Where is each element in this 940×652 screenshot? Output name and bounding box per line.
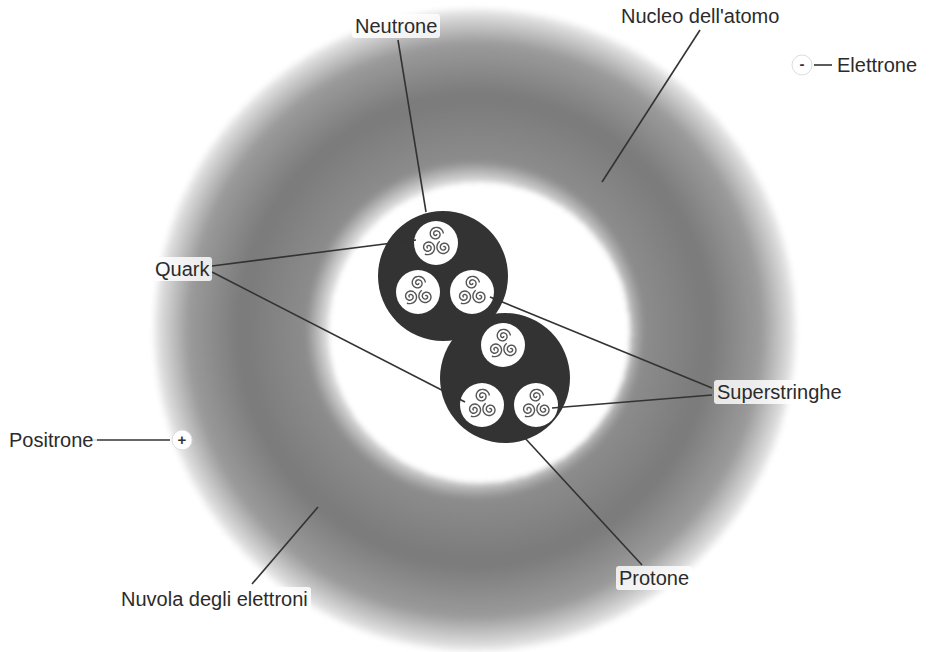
superstring-spiral — [476, 389, 489, 400]
superstring-spiral — [460, 291, 471, 304]
leader-line — [524, 437, 642, 565]
superstring-spiral — [470, 404, 481, 417]
quark-circle — [460, 383, 504, 427]
quark-circle — [514, 383, 558, 427]
superstring-spiral — [537, 403, 549, 415]
leader-dash — [90, 439, 170, 441]
superstring-spiral — [437, 241, 449, 253]
superstring-spiral — [412, 276, 425, 287]
positron-dot — [172, 430, 192, 450]
leader-dash — [814, 64, 832, 66]
nucleus-area — [330, 183, 630, 483]
part-label: Nucleo dell'atomo — [618, 4, 782, 28]
electron-dot — [792, 55, 812, 75]
superstring-spiral — [530, 389, 543, 400]
leader-line — [252, 507, 318, 584]
superstring-spirals — [406, 227, 549, 416]
leader-line — [398, 40, 426, 212]
leader-line — [212, 272, 465, 402]
leader-lines — [90, 30, 832, 584]
quark-circle — [481, 323, 525, 367]
superstring-spiral — [504, 343, 516, 355]
superstring-spiral — [424, 242, 435, 255]
superstring-spiral — [473, 290, 485, 302]
quark-circle — [450, 270, 494, 314]
part-label: Nuvola degli elettroni — [118, 587, 311, 611]
superstring-spiral — [430, 227, 443, 238]
quark-circle — [396, 270, 440, 314]
charge-sign: - — [800, 56, 805, 72]
leader-line — [212, 240, 416, 266]
part-label: Neutrone — [352, 14, 440, 38]
nucleons — [378, 211, 570, 443]
part-label: Quark — [152, 257, 212, 281]
part-label: Superstringhe — [714, 380, 845, 404]
superstring-spiral — [406, 291, 417, 304]
superstring-spiral — [491, 344, 502, 357]
quark-circle — [414, 221, 458, 265]
part-label: Protone — [616, 566, 692, 590]
superstring-spiral — [524, 404, 535, 417]
charge-sign: + — [178, 432, 187, 448]
part-label: Positrone — [6, 428, 97, 452]
leader-line — [602, 30, 700, 182]
electron-cloud — [153, 8, 797, 652]
superstring-spiral — [497, 329, 510, 340]
leader-line — [552, 395, 712, 408]
leader-line — [490, 297, 712, 388]
proton-circle — [440, 313, 570, 443]
superstring-spiral — [419, 290, 431, 302]
superstring-spiral — [483, 403, 495, 415]
superstring-spiral — [466, 276, 479, 287]
part-label: Elettrone — [834, 53, 920, 77]
